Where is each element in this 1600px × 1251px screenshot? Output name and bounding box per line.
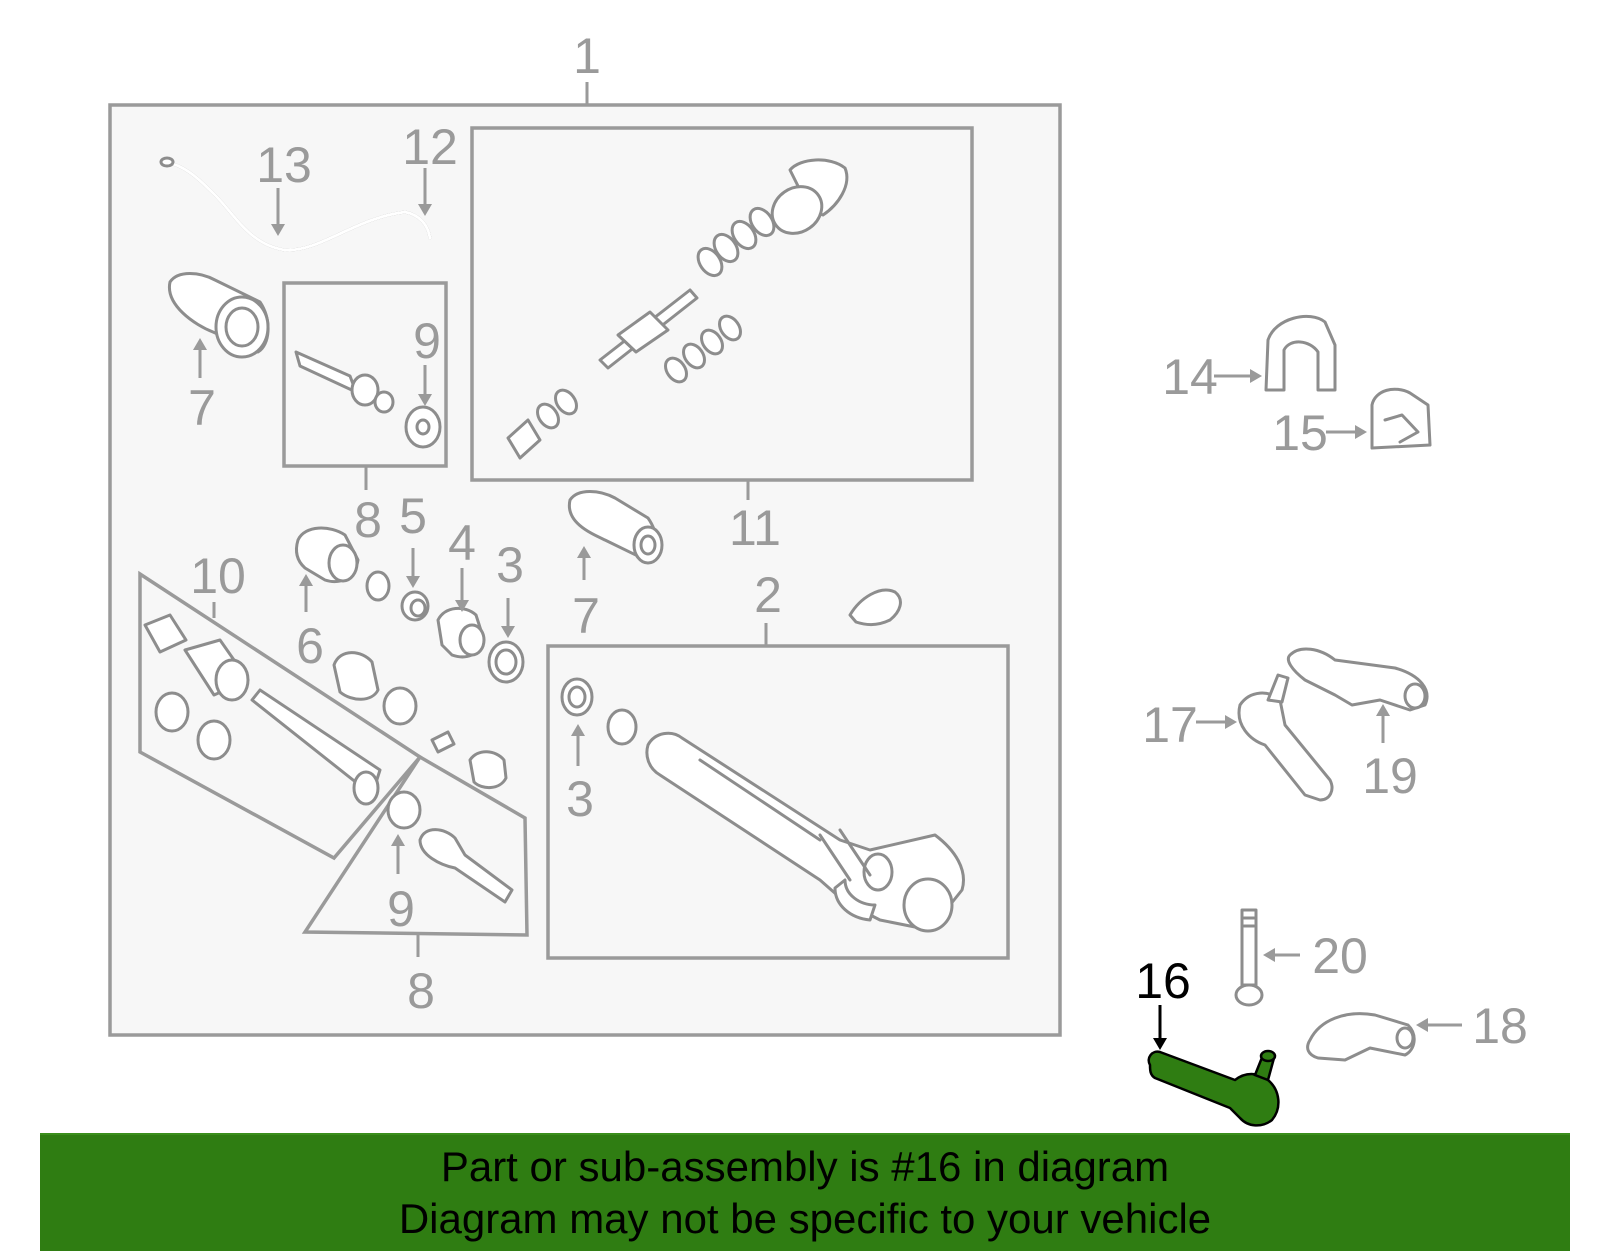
- callout-5: 5: [399, 488, 427, 544]
- info-banner: Part or sub-assembly is #16 in diagram D…: [40, 1133, 1570, 1251]
- banner-line-1: Part or sub-assembly is #16 in diagram: [440, 1143, 1170, 1190]
- washer-9-upper: [404, 405, 442, 449]
- callout-11: 11: [729, 500, 781, 556]
- subframe-8-lower: [301, 754, 529, 937]
- ring-inside-2: [606, 708, 638, 746]
- bolt-20: [1234, 908, 1264, 1007]
- callout-15: 15: [1272, 405, 1328, 461]
- subframe-2: [546, 644, 1010, 960]
- callout-9a: 9: [413, 313, 441, 369]
- callout-12: 12: [402, 119, 458, 175]
- callout-10: 10: [190, 548, 246, 604]
- callout-7b: 7: [572, 588, 600, 644]
- clamp-near-2: [848, 588, 902, 626]
- boot-6: [295, 526, 360, 584]
- rack-housing-2: [645, 731, 965, 933]
- callout-14: 14: [1162, 349, 1218, 405]
- tie-rod-end-17: [1237, 673, 1334, 802]
- callout-19: 19: [1362, 748, 1418, 804]
- bracket-14: [1264, 314, 1337, 392]
- callout-13: 13: [256, 137, 312, 193]
- callout-20: 20: [1312, 928, 1368, 984]
- callout-1: 1: [573, 28, 601, 84]
- arm-18: [1306, 1012, 1416, 1062]
- cylinder-7-upper: [168, 272, 270, 359]
- subframe-11: [470, 126, 974, 482]
- callout-18: 18: [1472, 998, 1528, 1054]
- arm-19: [1286, 647, 1429, 712]
- plug-part: [468, 750, 508, 789]
- subframe-10: [138, 570, 423, 861]
- callout-17: 17: [1142, 697, 1198, 753]
- callout-16: 16: [1135, 953, 1191, 1009]
- callout-3a: 3: [496, 537, 524, 593]
- banner-line-2: Diagram may not be specific to your vehi…: [398, 1195, 1212, 1242]
- bushing-15: [1370, 387, 1432, 450]
- pipe-13-end: [159, 156, 175, 168]
- washer-3-lower: [560, 677, 594, 717]
- nut-part: [382, 686, 418, 726]
- callout-4: 4: [448, 515, 476, 571]
- callout-7a: 7: [188, 380, 216, 436]
- cap-part: [332, 651, 380, 701]
- inner-tie-rod-8-lower: [386, 790, 514, 904]
- callout-8a: 8: [354, 492, 382, 548]
- callout-9b: 9: [387, 881, 415, 937]
- callout-2: 2: [754, 567, 782, 623]
- washer-3-upper: [487, 640, 525, 684]
- callout-8b: 8: [407, 963, 435, 1019]
- tie-rod-end-16[interactable]: [1147, 1049, 1280, 1127]
- valve-assembly-11: [506, 158, 849, 460]
- rack-parts-10: [143, 613, 382, 806]
- bushing-5: [400, 590, 430, 622]
- callout-6: 6: [296, 618, 324, 674]
- spring-part: [430, 730, 456, 754]
- bushing-4: [436, 606, 486, 659]
- ring-near-6: [365, 570, 391, 602]
- cylinder-7-mid: [567, 490, 664, 565]
- inner-tie-rod-8-upper: [294, 350, 395, 414]
- callout-3b: 3: [566, 771, 594, 827]
- banner-text: Part or sub-assembly is #16 in diagram D…: [40, 1141, 1570, 1245]
